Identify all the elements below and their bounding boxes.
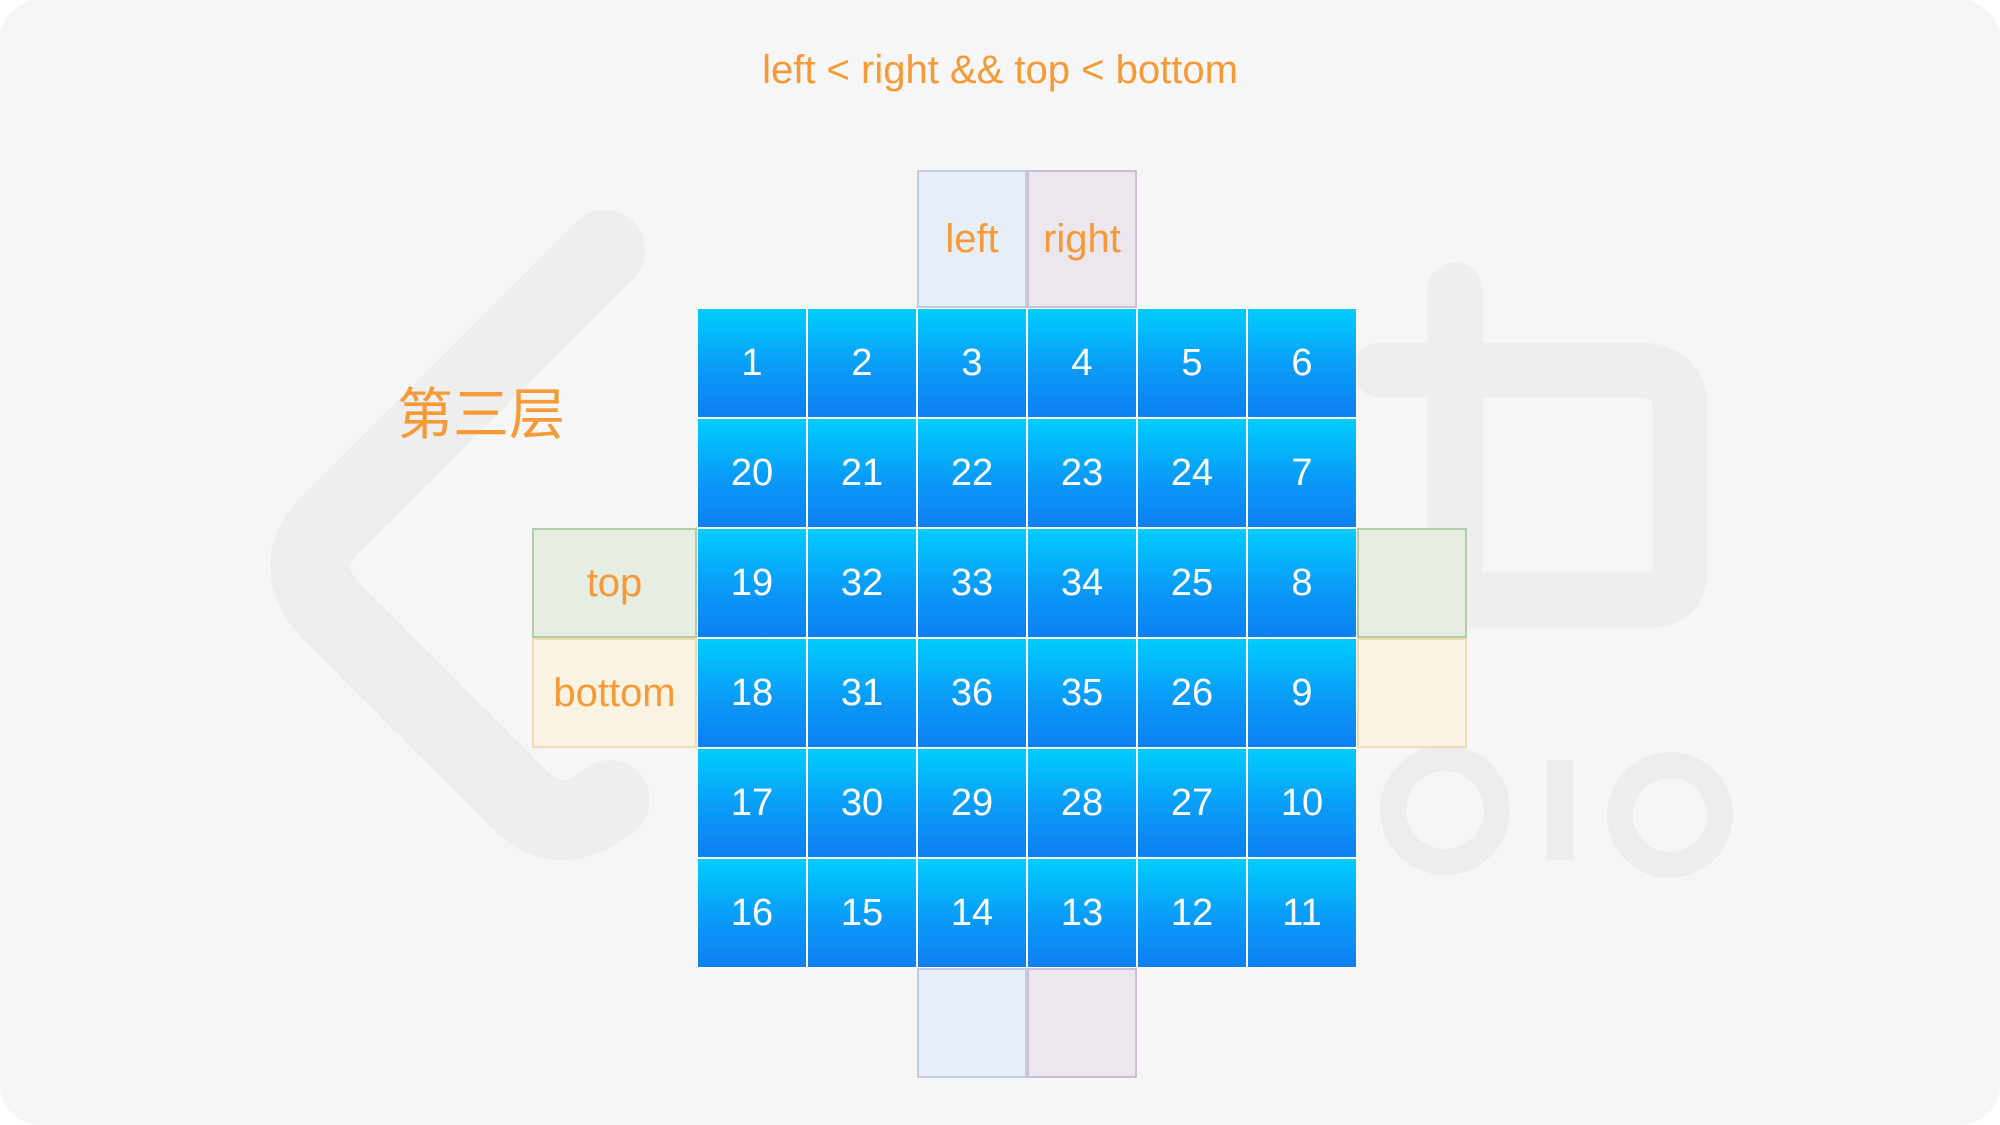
matrix-cell: 1 [697,308,807,418]
spiral-matrix-grid: 1 2 3 4 5 6 20 21 22 23 24 7 19 32 33 34… [697,308,1357,968]
left-pointer-column-top: left [917,170,1027,308]
matrix-cell: 6 [1247,308,1357,418]
layer-label: 第三层 [397,383,565,448]
matrix-cell: 30 [807,748,917,858]
matrix-cell: 34 [1027,528,1137,638]
matrix-cell: 4 [1027,308,1137,418]
matrix-cell: 35 [1027,638,1137,748]
matrix-cell: 32 [807,528,917,638]
matrix-cell: 22 [917,418,1027,528]
matrix-cell: 10 [1247,748,1357,858]
matrix-cell: 24 [1137,418,1247,528]
matrix-cell: 5 [1137,308,1247,418]
top-pointer-row-left: top [532,528,697,638]
matrix-cell: 3 [917,308,1027,418]
matrix-cell: 11 [1247,858,1357,968]
matrix-cell: 26 [1137,638,1247,748]
right-pointer-column-bottom [1027,968,1137,1078]
matrix-cell: 29 [917,748,1027,858]
matrix-cell: 36 [917,638,1027,748]
matrix-cell: 27 [1137,748,1247,858]
matrix-cell: 33 [917,528,1027,638]
matrix-cell: 21 [807,418,917,528]
loop-condition-text: left < right && top < bottom [762,48,1238,92]
matrix-cell: 13 [1027,858,1137,968]
left-pointer-label: left [945,216,999,261]
matrix-cell: 14 [917,858,1027,968]
matrix-cell: 9 [1247,638,1357,748]
bottom-pointer-label: bottom [553,670,676,715]
matrix-cell: 16 [697,858,807,968]
right-pointer-label: right [1043,216,1121,261]
right-pointer-column-top: right [1027,170,1137,308]
matrix-cell: 23 [1027,418,1137,528]
matrix-cell: 17 [697,748,807,858]
bottom-pointer-row-right [1357,638,1467,748]
matrix-cell: 8 [1247,528,1357,638]
matrix-cell: 2 [807,308,917,418]
top-pointer-row-right [1357,528,1467,638]
matrix-cell: 12 [1137,858,1247,968]
matrix-cell: 25 [1137,528,1247,638]
left-pointer-column-bottom [917,968,1027,1078]
top-pointer-label: top [586,560,643,605]
matrix-cell: 31 [807,638,917,748]
matrix-cell: 28 [1027,748,1137,858]
matrix-cell: 20 [697,418,807,528]
bottom-pointer-row-left: bottom [532,638,697,748]
matrix-cell: 19 [697,528,807,638]
matrix-cell: 15 [807,858,917,968]
matrix-cell: 18 [697,638,807,748]
matrix-cell: 7 [1247,418,1357,528]
